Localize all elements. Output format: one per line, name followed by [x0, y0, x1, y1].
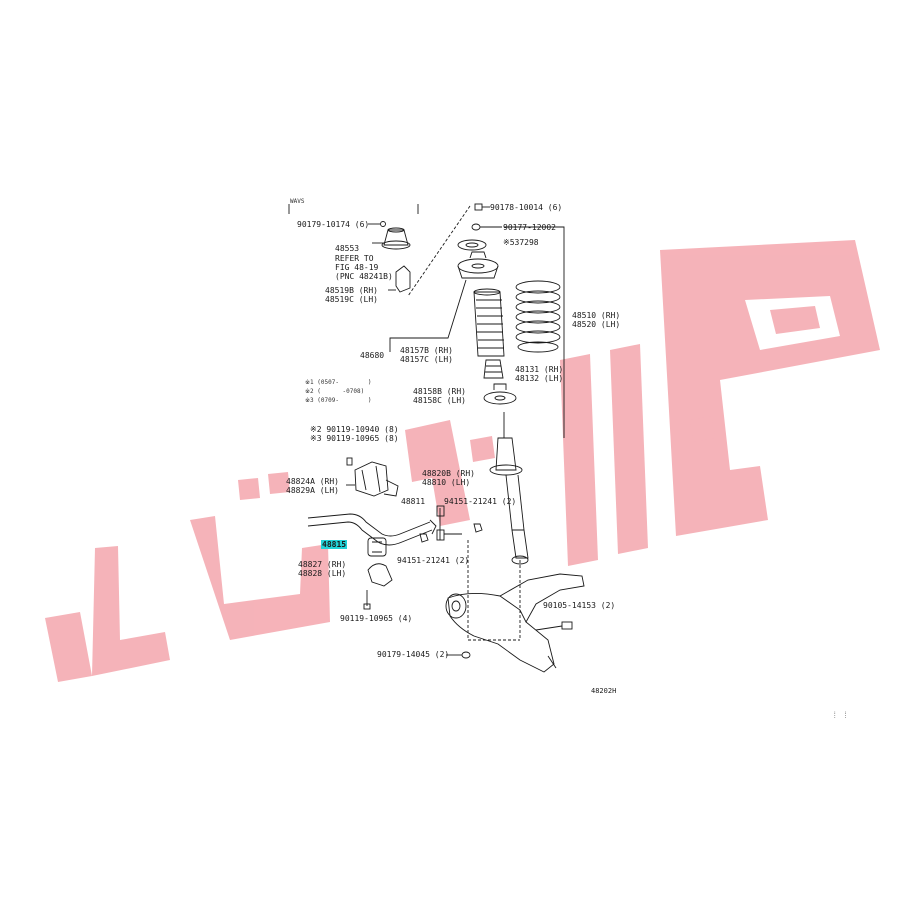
note-2: ※2 ( -0708) [305, 388, 365, 395]
nut-90179-bottom [446, 651, 471, 659]
guide-dashed-diagonal [407, 205, 471, 297]
figure-id: 48202H [591, 687, 617, 695]
dust-boot-48157 [473, 288, 505, 357]
label-48820b: 48820B (RH) [422, 469, 475, 478]
bump-stop [483, 359, 504, 379]
label-90119-10965-a: ※3 90119-10965 (8) [310, 434, 399, 443]
label-90179-top: 90179-10174 (6) [297, 220, 370, 229]
stabilizer-link-48820 [436, 505, 462, 541]
label-48824a: 48824A (RH) [286, 477, 339, 486]
lower-arm-assembly [445, 573, 585, 673]
label-48510: 48510 (RH) [572, 311, 621, 320]
label-48811: 48811 [401, 497, 426, 506]
label-48131: 48131 (RH) [515, 365, 564, 374]
label-refer-1: REFER TO [335, 254, 374, 263]
head-note: WAVS [290, 198, 305, 205]
label-48158b: 48158B (RH) [413, 387, 466, 396]
note-1: ※1 (0507- ) [305, 379, 372, 386]
leader-48680 [389, 279, 467, 352]
upper-mount-plate [457, 239, 487, 251]
label-48157b: 48157B (RH) [400, 346, 453, 355]
bracket-48827 [367, 563, 393, 587]
label-48680: 48680 [360, 351, 385, 360]
label-48815: 48815 [321, 540, 348, 549]
label-90177: 90177-12002 [503, 223, 556, 232]
label-48520: 48520 (LH) [572, 320, 621, 329]
shock-absorber-48510 [489, 412, 529, 565]
bolt-90178 [474, 203, 490, 211]
support-48553 [372, 227, 411, 250]
nut-94151-bottom [419, 533, 429, 543]
spring-seat-48158 [483, 383, 517, 405]
leader-48510 [504, 226, 565, 438]
label-48827: 48827 (RH) [298, 560, 347, 569]
label-48829a: 48829A (LH) [286, 486, 339, 495]
label-refer-2: FIG 48-19 [335, 263, 379, 272]
label-90119-10940: ※2 90119-10940 (8) [310, 425, 399, 434]
label-refer-3: (PNC 48241B) [335, 272, 393, 281]
label-48519c: 48519C (LH) [325, 295, 378, 304]
nut-94151-top [473, 523, 483, 533]
stabilizer-bar-48811 [307, 513, 437, 546]
note-3: ※3 (0709- ) [305, 397, 372, 404]
label-90119-10965-b: 90119-10965 (4) [340, 614, 413, 623]
label-48810: 48810 (LH) [422, 478, 471, 487]
bracket-48824 [346, 457, 399, 497]
bolt-90119-bottom [363, 590, 371, 610]
label-94151-bottom: 94151-21241 (2) [397, 556, 470, 565]
label-90105: 90105-14153 (2) [543, 601, 616, 610]
label-48132: 48132 (LH) [515, 374, 564, 383]
label-48158c: 48158C (LH) [413, 396, 466, 405]
label-48157c: 48157C (LH) [400, 355, 453, 364]
label-48519b: 48519B (RH) [325, 286, 378, 295]
bushing-48815 [367, 537, 387, 557]
label-90178: 90178-10014 (6) [490, 203, 563, 212]
coil-spring-48131 [515, 280, 561, 353]
corner-mark: ⁞ ⁞ [832, 711, 849, 721]
nut-90177 [471, 223, 502, 231]
label-537298: ※537298 [503, 238, 539, 247]
label-48828: 48828 (LH) [298, 569, 347, 578]
strut-mount-48680 [457, 251, 499, 279]
bracket-48519 [388, 265, 411, 293]
label-94151-top: 94151-21241 (2) [444, 497, 517, 506]
label-48553: 48553 [335, 244, 360, 253]
label-90179-bottom: 90179-14045 (2) [377, 650, 450, 659]
